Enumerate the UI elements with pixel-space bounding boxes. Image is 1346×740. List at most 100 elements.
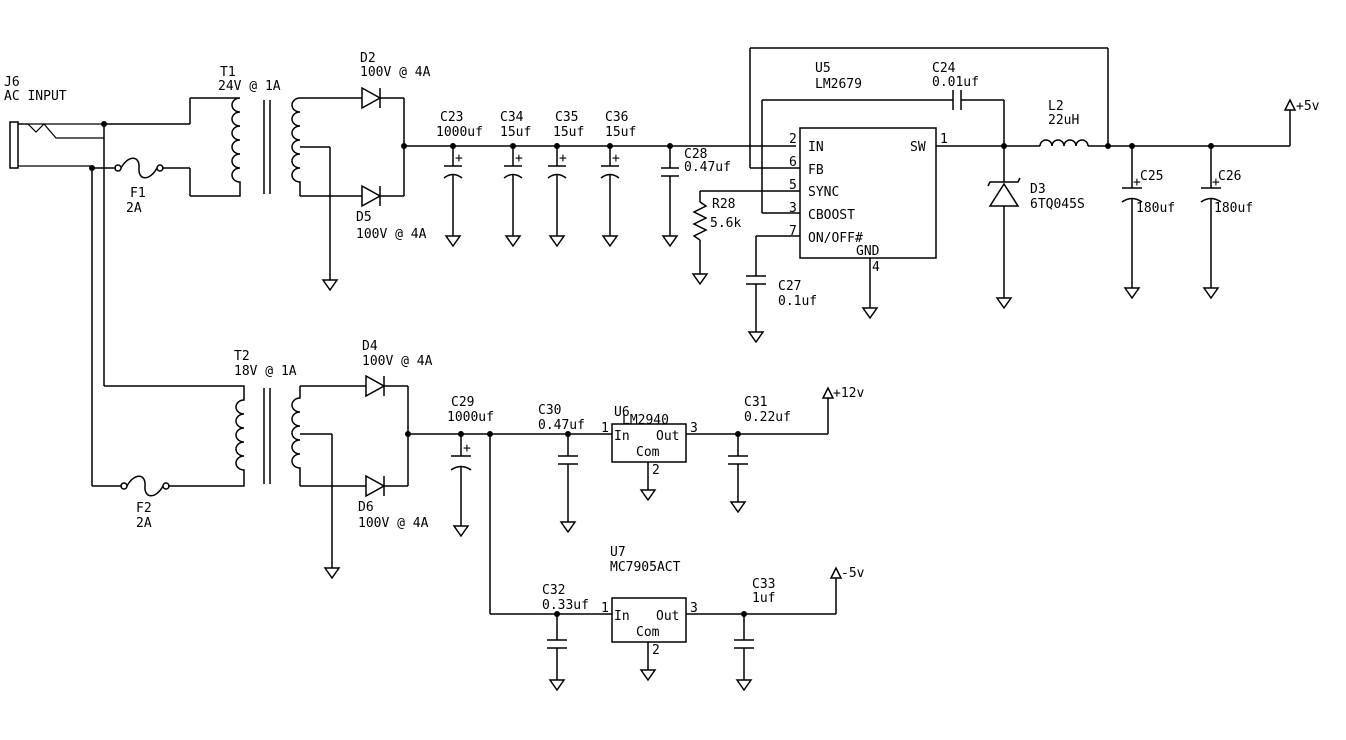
c26-value: 180uf [1214,201,1253,216]
f1-value: 2A [126,201,142,216]
c35-ref: C35 [555,110,578,125]
u5-wiring [692,47,1109,320]
c36-value: 15uf [605,125,636,140]
c36-ref: C36 [605,110,628,125]
c26-ref: C26 [1218,169,1241,184]
c25-ref: C25 [1140,169,1163,184]
t2-primary-wiring [92,385,228,487]
c23-value: 1000uf [436,125,483,140]
d5-value: 100V @ 4A [356,227,427,242]
c23-polarity: + [455,151,463,166]
c30-ref: C30 [538,403,561,418]
d6-value: 100V @ 4A [358,516,429,531]
c36-polarity: + [612,151,620,166]
u7-pinnum-in: 1 [601,601,609,616]
u5-pin-onoff: ON/OFF# [808,231,863,246]
rail-plus5: +5v [1296,99,1320,114]
transformer-t2 [228,385,333,556]
capacitor-c35 [547,146,567,224]
c32-value: 0.33uf [542,598,589,613]
capacitor-c26 [1200,146,1222,276]
d2-ref: D2 [360,51,376,66]
f2-value: 2A [136,516,152,531]
transformer-t1 [228,97,331,268]
u5-pinnum-fb: 6 [789,155,797,170]
c35-value: 15uf [553,125,584,140]
d3-value: 6TQ045S [1030,197,1085,212]
r28-value: 5.6k [710,216,741,231]
capacitor-c28 [661,146,679,224]
u7-pin-com: Com [636,625,660,640]
t1-ref: T1 [220,65,236,80]
u7-pinnum-com: 2 [652,643,660,658]
u5-value: LM2679 [815,77,862,92]
c27-value: 0.1uf [778,294,817,309]
l2-value: 22uH [1048,113,1079,128]
c34-value: 15uf [500,125,531,140]
u6-pinnum-out: 3 [690,421,698,436]
rail-plus12: +12v [833,386,864,401]
fuse-f2 [120,475,170,497]
u6-pinnum-in: 1 [601,421,609,436]
c30-value: 0.47uf [538,418,585,433]
junction [89,165,95,171]
u5-pin-sw: SW [910,140,926,155]
ic-u5-lm2679 [799,127,937,259]
secondary-rail-wire [408,433,612,615]
capacitor-c23 [443,146,463,224]
u5-pinnum-cboost: 3 [789,201,797,216]
rectifier-d2-d5 [326,86,405,208]
u6-wiring [647,398,829,490]
c34-polarity: + [515,151,523,166]
r28-ref: R28 [712,197,735,212]
u6-value: LM2940 [622,413,669,428]
capacitor-c30 [558,434,578,510]
c23-ref: C23 [440,110,463,125]
f2-ref: F2 [136,501,152,516]
c35-polarity: + [559,151,567,166]
c31-value: 0.22uf [744,410,791,425]
c29-value: 1000uf [447,410,494,425]
u7-pinnum-out: 3 [690,601,698,616]
u5-pin-fb: FB [808,163,824,178]
u5-pin-sync: SYNC [808,185,839,200]
ground-icon [322,267,338,291]
j6-value: AC INPUT [4,89,67,104]
u5-pinnum-sw: 1 [940,132,948,147]
c34-ref: C34 [500,110,524,125]
rail-arrow-icon [1284,99,1296,111]
d4-ref: D4 [362,339,378,354]
schottky-diode-d3 [987,146,1021,286]
u6-ref: U6 [614,405,630,420]
t2-value: 18V @ 1A [234,364,297,379]
u7-wiring [547,578,837,668]
fuse-f1 [114,157,164,179]
c29-polarity: + [463,441,471,456]
u5-pin-cboost: CBOOST [808,208,855,223]
u7-value: MC7905ACT [610,560,681,575]
ic-u7-mc7905act [611,597,687,643]
u5-pin-in: IN [808,140,824,155]
rail-arrow-icon [822,387,834,399]
capacitor-c36 [600,146,620,224]
d2-value: 100V @ 4A [360,65,431,80]
c26-polarity: + [1212,175,1220,190]
c28-value: 0.47uf [684,160,731,175]
junction [101,121,107,127]
c33-ref: C33 [752,577,775,592]
u6-pin-com: Com [636,445,660,460]
rectifier-d4-d6 [326,374,409,498]
j6-ref: J6 [4,75,20,90]
d6-ref: D6 [358,500,374,515]
u7-pin-in: In [614,609,630,624]
u5-pinnum-sync: 5 [789,178,797,193]
u5-pinnum-onoff: 7 [789,224,797,239]
c31-ref: C31 [744,395,767,410]
rail-arrow-icon [830,567,842,579]
c24-ref: C24 [932,61,956,76]
u7-pin-out: Out [656,609,679,624]
c25-polarity: + [1133,175,1141,190]
capacitor-c25 [1121,146,1143,276]
u5-pin-gnd: GND [856,244,880,259]
